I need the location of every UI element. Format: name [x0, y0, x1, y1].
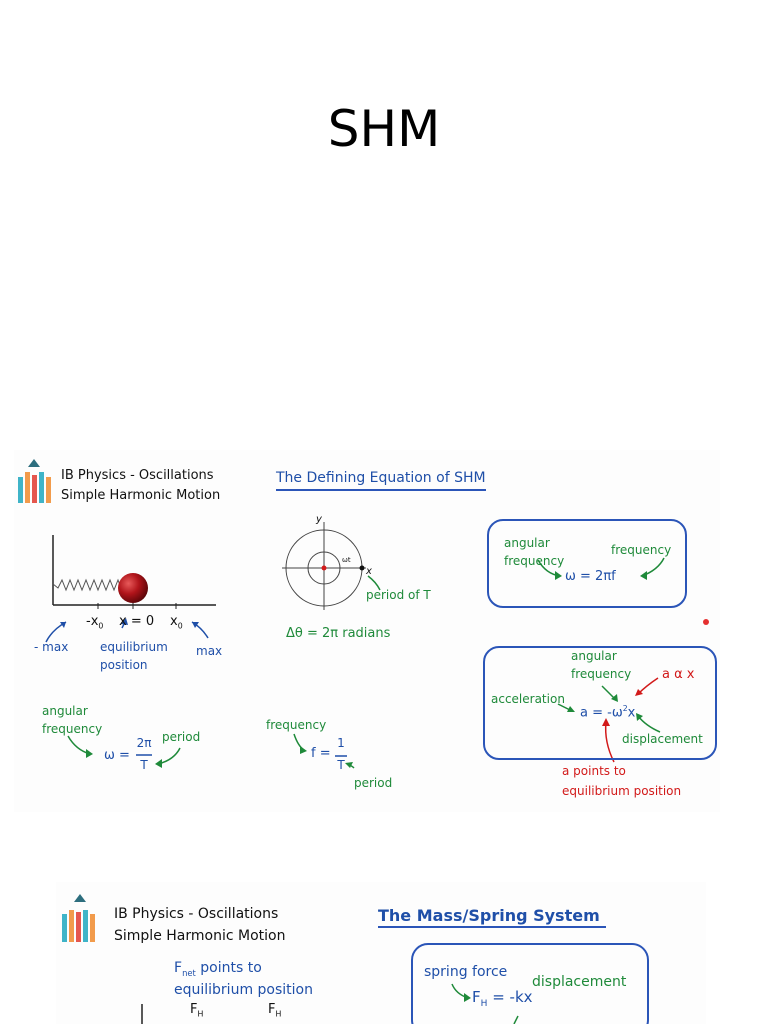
omega-period-label: period: [162, 730, 201, 744]
box1-angular-line2: frequency: [504, 554, 565, 568]
hookes-law-box: [411, 943, 649, 1024]
note-line1: a points to: [562, 764, 626, 778]
logo-icon: [18, 459, 51, 503]
slide2-graphics: [62, 894, 649, 1024]
box2-acceleration: acceleration: [491, 692, 565, 706]
slide2-section-title: The Mass/Spring System: [378, 906, 600, 925]
slide2-header-line2: Simple Harmonic Motion: [114, 928, 286, 944]
red-dot: [703, 619, 709, 625]
box1-angular-line1: angular: [504, 536, 550, 550]
hookes-law-equation: FH = -kx: [472, 988, 533, 1009]
equilibrium-label-line2: position: [100, 658, 148, 672]
f-lhs: f =: [311, 746, 331, 761]
f-period-label: period: [354, 776, 393, 790]
equilibrium-label-line1: equilibrium: [100, 640, 168, 654]
slide2-displacement-label: displacement: [532, 974, 627, 990]
omega-numerator: 2π: [136, 736, 152, 750]
omega-t-label: ωt: [342, 556, 351, 564]
neg-x0-label: -x0: [86, 614, 104, 631]
f-frequency-label: frequency: [266, 718, 327, 732]
fnet-line2: equilibrium position: [174, 982, 313, 998]
f-numerator: 1: [337, 736, 345, 750]
omega-angular-line1: angular: [42, 704, 88, 718]
box2-equation: a = -ω2x: [580, 704, 636, 721]
x-axis-label: x: [366, 566, 372, 577]
period-of-t-label: period of T: [366, 588, 431, 602]
circle-diagram: [282, 522, 381, 610]
max-label: max: [196, 644, 223, 658]
mass-ball: [118, 573, 148, 603]
fnet-line1: Fnet points to: [174, 960, 262, 978]
note-line2: equilibrium position: [562, 784, 682, 798]
omega-angular-line2: frequency: [42, 722, 103, 736]
spring-force-label: spring force: [424, 964, 508, 980]
x-equals-0-label: x = 0: [119, 614, 155, 629]
box2-angular-line1: angular: [571, 649, 617, 663]
angular-frequency-box: [487, 519, 687, 608]
a-proportional-x: a α x: [662, 667, 695, 682]
slide1-header-line2: Simple Harmonic Motion: [61, 488, 221, 503]
acceleration-box: [483, 646, 717, 760]
omega-lhs: ω =: [104, 748, 130, 763]
box2-angular-line2: frequency: [571, 667, 632, 681]
neg-max-label: - max: [34, 640, 69, 654]
logo-icon: [62, 894, 95, 942]
slide1-section-title: The Defining Equation of SHM: [276, 470, 486, 486]
box2-displacement: displacement: [622, 732, 703, 746]
f-denominator: T: [337, 758, 345, 772]
box1-equation: ω = 2πf: [565, 569, 616, 584]
slide2-header-line1: IB Physics - Oscillations: [114, 906, 279, 922]
slide-mass-spring: IB Physics - Oscillations Simple Harmoni…: [56, 882, 706, 1024]
delta-theta-label: Δθ = 2π radians: [286, 626, 391, 641]
slide-defining-equation: IB Physics - Oscillations Simple Harmoni…: [14, 450, 720, 812]
spring-mass-diagram: [45, 535, 216, 643]
fh-label-right: FH: [268, 1002, 282, 1019]
box1-frequency: frequency: [611, 543, 672, 557]
slide1-graphics: [18, 459, 709, 769]
x0-label: x0: [170, 614, 183, 631]
page-title: SHM: [327, 100, 441, 158]
slide1-header-line1: IB Physics - Oscillations: [61, 468, 214, 483]
y-axis-label: y: [316, 514, 322, 525]
fh-label-left: FH: [190, 1002, 204, 1019]
omega-denominator: T: [140, 758, 148, 772]
